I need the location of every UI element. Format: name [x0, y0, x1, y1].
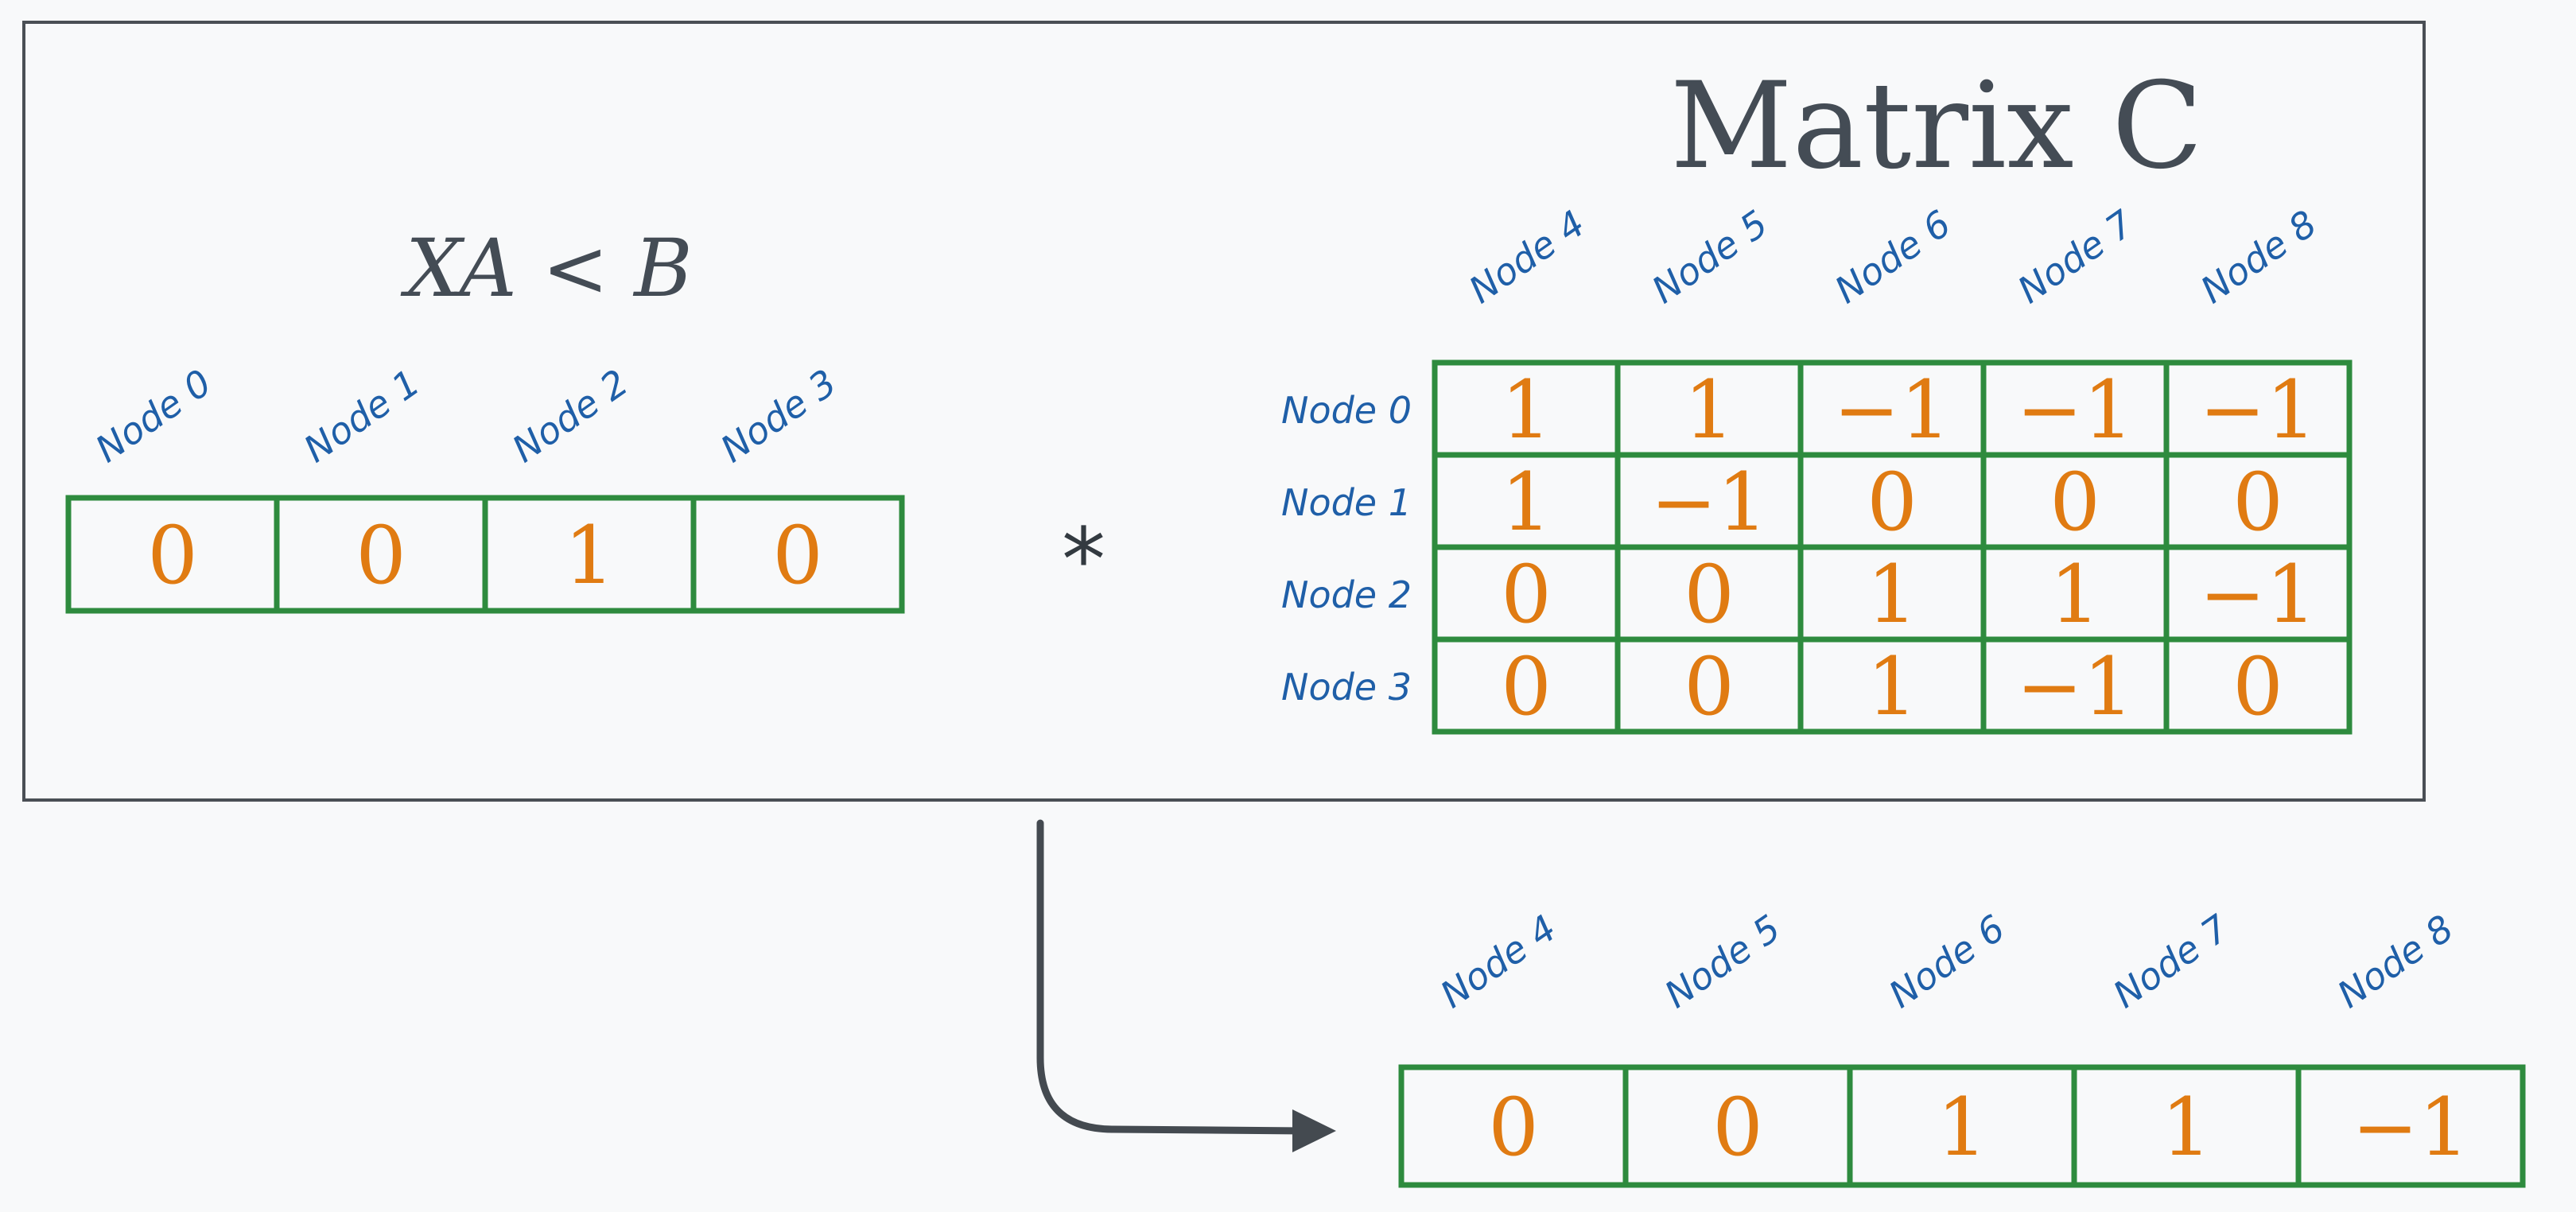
matrix-c-column-label: Node 5 [1644, 202, 1775, 312]
result-vector-label: Node 6 [1881, 907, 2012, 1016]
matrix-c-value: 0 [1684, 548, 1735, 641]
result-vector-label: Node 4 [1432, 907, 1564, 1016]
matrix-c-value: 0 [2050, 456, 2100, 549]
input-vector-value: 0 [356, 509, 406, 602]
result-vector-value: −1 [2352, 1081, 2469, 1174]
matrix-c-value: 0 [1501, 640, 1552, 733]
matrix-c-column-label: Node 8 [2193, 202, 2324, 312]
matrix-c-row-label: Node 3 [1281, 666, 1412, 709]
input-vector-value: 0 [147, 509, 198, 602]
result-vector-label: Node 7 [2105, 907, 2236, 1016]
matrix-c-value: 0 [2232, 456, 2283, 549]
result-vector-value: 1 [2161, 1081, 2212, 1174]
result-vector-value: 0 [1712, 1081, 1763, 1174]
input-vector: 0 0 1 0 Node 0 Node 1 Node 2 Node 3 [65, 361, 905, 614]
matrix-c-row-label: Node 2 [1281, 573, 1412, 616]
result-vector-label: Node 8 [2329, 907, 2461, 1016]
matrix-c-value: −1 [2199, 548, 2316, 641]
matrix-c-row-label: Node 0 [1281, 389, 1412, 432]
matrix-c-value: −1 [2199, 363, 2316, 456]
result-vector-value: 0 [1488, 1081, 1539, 1174]
matrix-c-value: 1 [1501, 456, 1552, 549]
result-vector-value: 1 [1937, 1081, 1987, 1174]
input-vector-label: Node 0 [87, 361, 219, 471]
matrix-c-value: 1 [1867, 548, 1917, 641]
matrix-c-row-label: Node 1 [1281, 481, 1412, 524]
input-vector-label: Node 1 [296, 361, 427, 471]
matrix-c-value: 0 [2232, 640, 2283, 733]
result-vector-label: Node 5 [1657, 907, 1788, 1016]
matrix-c-value: 0 [1684, 640, 1735, 733]
matrix-c-value: 1 [1684, 363, 1735, 456]
input-vector-value: 1 [564, 509, 615, 602]
matrix-c-column-label: Node 4 [1461, 202, 1592, 312]
result-vector: 0 0 1 1 −1 Node 4 Node 5 Node 6 Node 7 Node 8 [1398, 907, 2526, 1188]
matrix-c-value: 1 [1867, 640, 1917, 733]
result-arrow [1036, 819, 1308, 1135]
matrix-c-value: 1 [1501, 363, 1552, 456]
input-vector-label: Node 2 [504, 361, 635, 471]
input-vector-value: 0 [772, 509, 823, 602]
matrix-c-value: −1 [2016, 363, 2133, 456]
matrix-c-column-label: Node 7 [2010, 202, 2141, 312]
matrix-c-column-label: Node 6 [1827, 202, 1958, 312]
matrix-c-value: 1 [2050, 548, 2100, 641]
result-arrow-head [1292, 1109, 1336, 1152]
matrix-c-cell [2163, 636, 2353, 735]
outer-frame [22, 21, 2426, 802]
matrix-c-value: −1 [1650, 456, 1767, 549]
matrix-title: Matrix C [1670, 57, 2203, 196]
matrix-c-value: −1 [2016, 640, 2133, 733]
matrix-c-value: −1 [1833, 363, 1950, 456]
result-vector-cell [2295, 1064, 2526, 1188]
input-vector-label: Node 3 [713, 361, 844, 471]
multiplication-operator: * [1062, 509, 1105, 611]
matrix-c-value: 0 [1501, 548, 1552, 641]
input-vector-cell [690, 495, 905, 614]
matrix-c-value: 0 [1867, 456, 1917, 549]
formula: XA < B [400, 222, 693, 315]
